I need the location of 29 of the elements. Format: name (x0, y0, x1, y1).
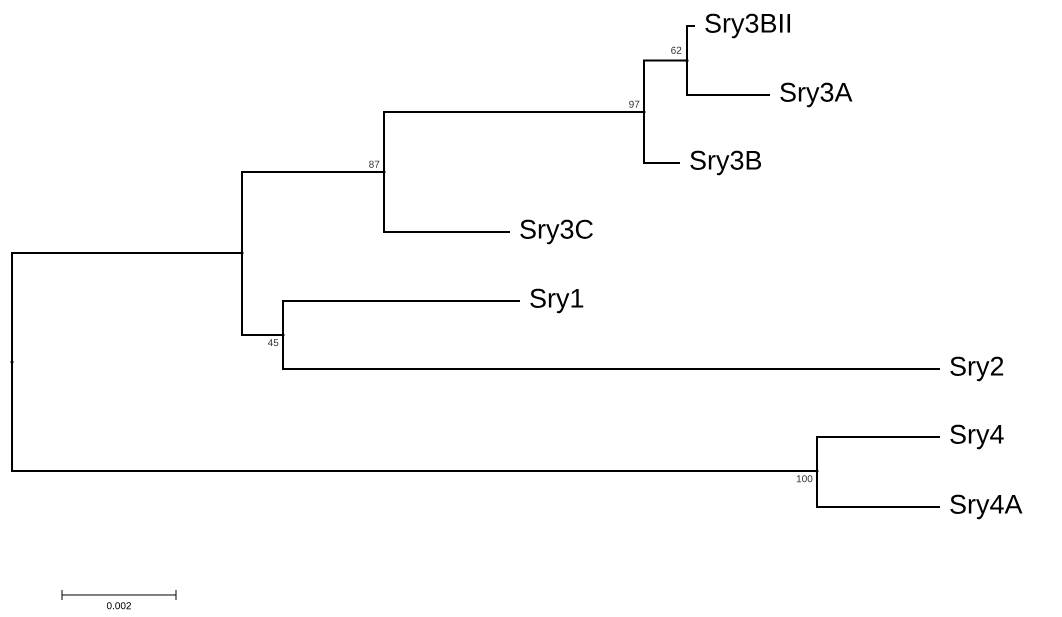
leaf-label: Sry4A (950, 494, 1023, 520)
tree-branch (383, 171, 511, 233)
tree-branch (282, 334, 941, 370)
tree-branch (11, 252, 243, 363)
tree-branch (241, 171, 385, 254)
tree-branch (686, 59, 771, 96)
branch-point (685, 58, 689, 63)
scale-label: 0.002 (106, 602, 131, 610)
tree-branch (11, 361, 818, 472)
tree-branch (816, 470, 941, 508)
leaf-label: Sry3C (520, 219, 593, 245)
tree-branch (241, 252, 284, 336)
bootstrap-value: 62 (671, 46, 682, 54)
leaf-label: Sry2 (950, 356, 1004, 382)
tree-branch (816, 436, 941, 472)
tree-branch (686, 25, 696, 62)
leaf-label: Sry1 (530, 288, 584, 314)
leaf-label: Sry3B (690, 150, 762, 176)
tree-branch (643, 59, 688, 113)
leaf-label: Sry3BII (705, 13, 791, 39)
tree-branch (383, 111, 645, 173)
bootstrap-value: 97 (629, 100, 640, 108)
leaf-label: Sry3A (780, 82, 853, 108)
bootstrap-value: 45 (267, 339, 279, 347)
bootstrap-value: 100 (796, 475, 813, 483)
bootstrap-value: 87 (369, 160, 380, 168)
tree-branch (282, 300, 521, 336)
tree-branch (643, 111, 681, 164)
leaf-label: Sry4 (950, 424, 1004, 450)
